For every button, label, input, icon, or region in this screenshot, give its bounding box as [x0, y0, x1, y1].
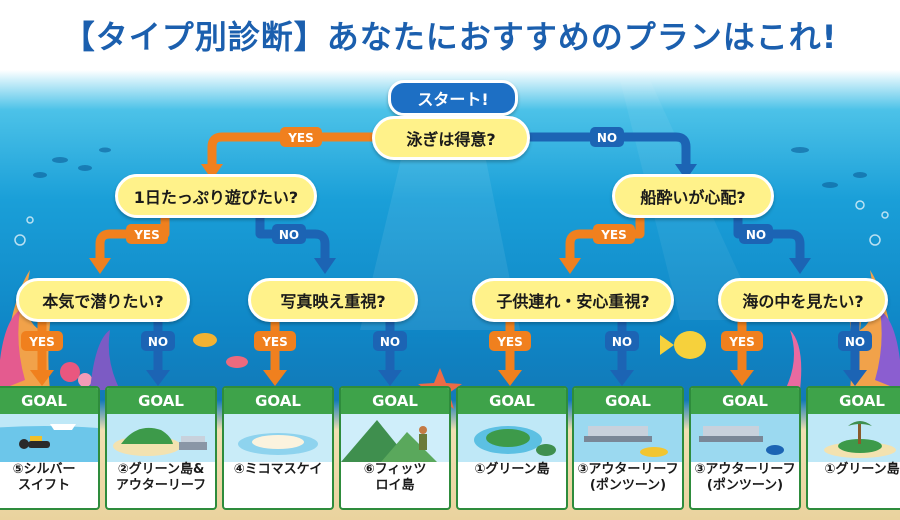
question-q3a: 本気で潜りたい? — [16, 278, 190, 322]
goal-name-line1: ③アウターリーフ — [577, 462, 679, 477]
goal-header: GOAL — [691, 388, 799, 414]
no-badge-q2b: NO — [746, 228, 766, 242]
sand-cay-icon — [224, 414, 332, 462]
yes-badge-q3c: YES — [496, 335, 523, 349]
question-q3b: 写真映え重視? — [248, 278, 418, 322]
bubbles-decor — [14, 200, 889, 246]
question-q2b: 船酔いが心配? — [612, 174, 774, 218]
goal-name-line1: ①グリーン島 — [474, 462, 550, 477]
yes-badge-q3b: YES — [261, 335, 288, 349]
goal-name-line1: ③アウターリーフ — [694, 462, 796, 477]
question-q2a: 1日たっぷり遊びたい? — [115, 174, 317, 218]
goal-header: GOAL — [574, 388, 682, 414]
no-badge-q3b: NO — [380, 335, 400, 349]
page-title: 【タイプ別診断】あなたにおすすめのプランはこれ! — [62, 18, 838, 56]
pontoon-submarine-icon — [574, 414, 682, 462]
goal-header: GOAL — [808, 388, 900, 414]
island-pontoon-icon — [107, 414, 215, 462]
question-q1: 泳ぎは得意? — [372, 116, 530, 160]
arrow-yes-q1 — [207, 132, 377, 173]
goal-name-line2: アウターリーフ — [115, 478, 207, 493]
no-badge-q2a: NO — [279, 228, 299, 242]
goal-header: GOAL — [341, 388, 449, 414]
island-palm-icon — [808, 414, 900, 462]
goal-name-line1: ④ミコマスケイ — [233, 462, 323, 477]
goal-name-line1: ①グリーン島 — [824, 462, 900, 477]
diver-icon — [0, 414, 98, 462]
goal-name-line2: スイフト — [17, 478, 70, 493]
goal-header: GOAL — [224, 388, 332, 414]
yes-badge-q3d: YES — [728, 335, 755, 349]
no-badge-q3a: NO — [148, 335, 168, 349]
arrow-heads — [30, 164, 867, 386]
no-badge-q3c: NO — [612, 335, 632, 349]
arrow-no-q2b — [733, 205, 805, 267]
arrow-no-q1 — [520, 132, 691, 173]
goal-name-line1: ⑤シルバー — [12, 462, 76, 477]
goal-card: GOAL ③アウターリーフ(ポンツーン) — [572, 386, 684, 510]
goal-card: GOAL ②グリーン島&アウターリーフ — [105, 386, 217, 510]
yes-badge-q2b: YES — [600, 228, 627, 242]
fish-decor — [33, 147, 867, 188]
question-q3c: 子供連れ・安心重視? — [472, 278, 674, 322]
goal-header: GOAL — [107, 388, 215, 414]
goal-card: GOAL ⑥フィッツロイ島 — [339, 386, 451, 510]
branch-badges: YES NO YES NO YES NO YES NO YES NO YES N… — [21, 127, 872, 351]
arrow-no-q2a — [255, 205, 330, 267]
goal-header: GOAL — [458, 388, 566, 414]
yes-badge-q2a: YES — [133, 228, 160, 242]
goal-card: GOAL ⑤シルバースイフト — [0, 386, 100, 510]
goal-name-line1: ⑥フィッツ — [363, 462, 427, 477]
arrow-yes-q2a — [95, 205, 170, 267]
no-badge-q3d: NO — [845, 335, 865, 349]
goal-card: GOAL ①グリーン島 — [456, 386, 568, 510]
goal-card: GOAL ④ミコマスケイ — [222, 386, 334, 510]
goal-name-line1: ②グリーン島& — [117, 462, 205, 477]
arrow-yes-q2b — [565, 205, 645, 267]
pontoon-fish-icon — [691, 414, 799, 462]
yes-badge-q1: YES — [287, 131, 314, 145]
goal-name-line2: (ポンツーン) — [706, 478, 784, 493]
goal-name-line2: (ポンツーン) — [589, 478, 667, 493]
goal-card: GOAL ③アウターリーフ(ポンツーン) — [689, 386, 801, 510]
goal-name-line2: ロイ島 — [375, 478, 415, 493]
question-q3d: 海の中を見たい? — [718, 278, 888, 322]
hiker-mountain-icon — [341, 414, 449, 462]
yes-badge-q3a: YES — [28, 335, 55, 349]
island-turtle-icon — [458, 414, 566, 462]
start-node: スタート! — [388, 80, 518, 116]
tropical-fish-decor — [193, 331, 706, 368]
goal-header: GOAL — [0, 388, 98, 414]
goal-card: GOAL ①グリーン島 — [806, 386, 900, 510]
no-badge-q1: NO — [597, 131, 617, 145]
